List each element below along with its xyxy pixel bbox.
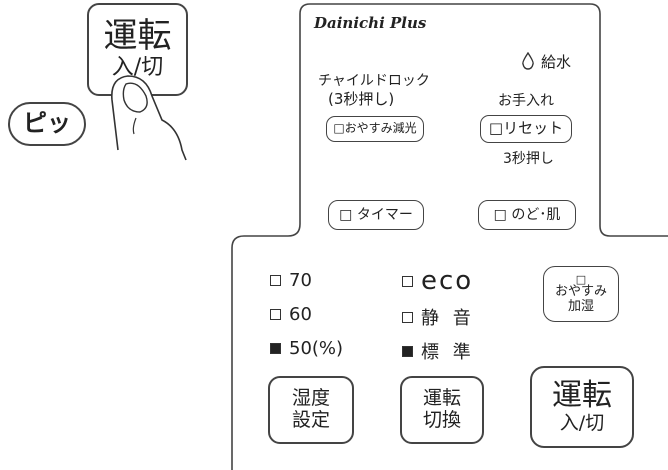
humidity-setting-label-1: 湿度 <box>291 387 330 410</box>
mode-switch-button[interactable]: 運転 切換 <box>400 376 484 444</box>
illustration-button-line2: 入/切 <box>111 54 164 80</box>
sleep-humidify-label-1: おやすみ <box>554 283 607 299</box>
child-lock-label: チャイルドロック <box>318 73 430 89</box>
eco-indicator <box>402 275 413 287</box>
reset-hold-label: 3秒押し <box>503 151 554 167</box>
water-drop-icon <box>522 52 534 70</box>
sleep-humidify-button[interactable]: □ おやすみ 加湿 <box>543 266 619 322</box>
sleep-humidify-indicator: □ <box>575 272 587 286</box>
mode-option-label: eco <box>421 266 474 296</box>
mode-option-quiet: 静 音 <box>402 304 475 330</box>
quiet-indicator <box>402 311 413 323</box>
humidity-option-label: 70 <box>289 270 312 291</box>
mode-option-label: 標 準 <box>421 342 475 363</box>
maintenance-label: お手入れ <box>498 93 554 109</box>
reset-button-label: □リセット <box>488 119 564 138</box>
sleep-dim-button-label: □おやすみ減光 <box>333 121 417 136</box>
illustration-button-line1: 運転 <box>103 16 172 56</box>
nodo-skin-button[interactable]: □ のど･肌 <box>478 200 576 230</box>
humidity-70-indicator <box>270 275 281 286</box>
timer-button[interactable]: □ タイマー <box>328 200 424 230</box>
sound-bubble: ピッ <box>8 102 86 146</box>
sleep-dim-button[interactable]: □おやすみ減光 <box>326 116 424 142</box>
humidity-option-label: 60 <box>289 304 312 325</box>
humidity-option-50: 50(%) <box>270 338 343 359</box>
humidity-option-60: 60 <box>270 304 312 325</box>
mode-option-eco: eco <box>402 266 473 296</box>
mode-switch-label-1: 運転 <box>422 387 461 410</box>
brand-logo: Dainichi Plus <box>314 14 427 32</box>
humidity-60-indicator <box>270 309 281 320</box>
illustration-power-button: 運転 入/切 <box>87 3 188 96</box>
power-button-label-1: 運転 <box>552 377 612 413</box>
humidity-50-indicator <box>270 343 281 354</box>
finger-icon <box>111 75 187 161</box>
mode-option-standard: 標 準 <box>402 338 475 364</box>
mode-switch-label-2: 切換 <box>422 409 461 431</box>
mode-option-label: 静 音 <box>421 308 475 329</box>
nodo-skin-button-label: □ のど･肌 <box>493 206 561 223</box>
humidity-option-label: 50(%) <box>289 338 344 359</box>
timer-button-label: □ タイマー <box>339 206 413 223</box>
humidity-option-70: 70 <box>270 270 312 291</box>
power-button[interactable]: 運転 入/切 <box>530 366 634 448</box>
child-lock-hold-label: (3秒押し) <box>328 90 395 108</box>
power-button-label-2: 入/切 <box>559 412 605 435</box>
reset-button[interactable]: □リセット <box>480 115 572 143</box>
sound-bubble-text: ピッ <box>23 109 71 138</box>
humidity-setting-button[interactable]: 湿度 設定 <box>268 376 354 444</box>
humidity-setting-label-2: 設定 <box>291 409 330 431</box>
standard-indicator <box>402 345 413 357</box>
water-supply-label: 給水 <box>541 53 572 71</box>
sleep-humidify-label-2: 加湿 <box>567 298 594 314</box>
